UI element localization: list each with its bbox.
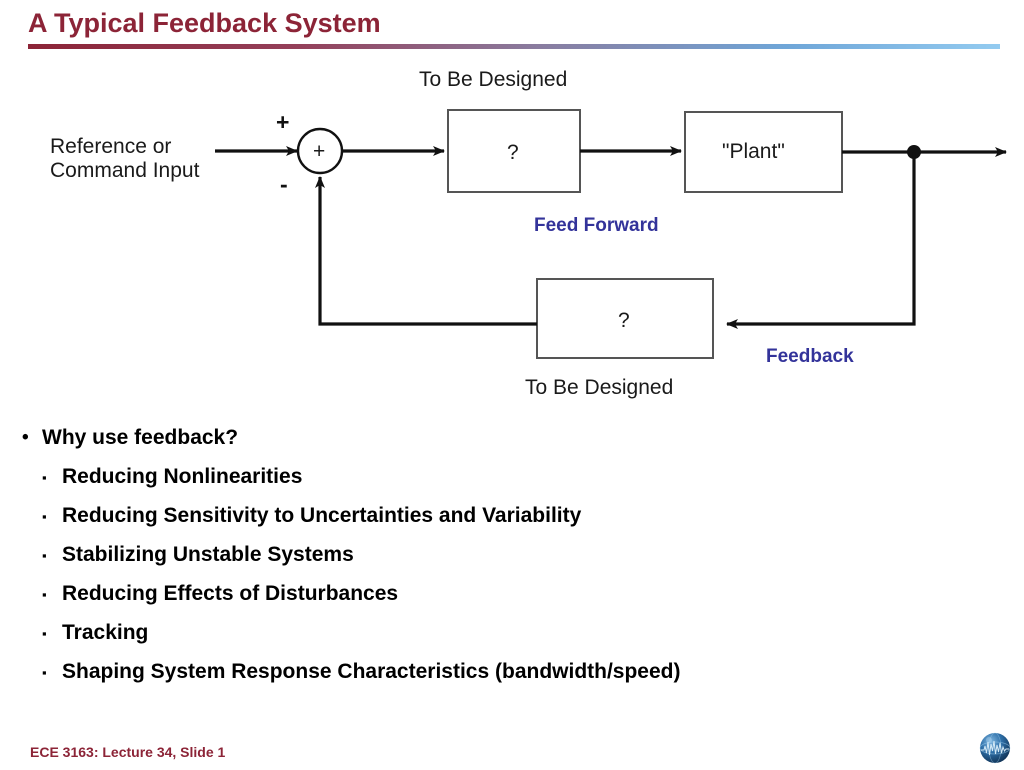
reference-input-label-line1: Reference or bbox=[50, 135, 172, 158]
list-item-label: Stabilizing Unstable Systems bbox=[62, 543, 354, 566]
slide-footer-text: ECE 3163: Lecture 34, Slide 1 bbox=[30, 744, 226, 760]
title-underline-rule bbox=[28, 44, 1000, 49]
bullet-marker: ▪ bbox=[42, 509, 47, 524]
feedback-label: Feedback bbox=[766, 346, 854, 367]
bullet-marker: ▪ bbox=[42, 626, 47, 641]
page-title: A Typical Feedback System bbox=[28, 8, 381, 38]
reference-input-label-line2: Command Input bbox=[50, 159, 200, 182]
list-item: ▪ Reducing Effects of Disturbances bbox=[22, 580, 982, 608]
forward-block-text: ? bbox=[507, 141, 519, 164]
diagram-lines bbox=[215, 109, 1007, 359]
summing-minus-sign: - bbox=[280, 171, 288, 197]
globe-waveform-logo-icon bbox=[978, 731, 1012, 765]
list-item-label: Reducing Sensitivity to Uncertainties an… bbox=[62, 504, 582, 527]
list-item-label: Reducing Nonlinearities bbox=[62, 465, 303, 488]
plant-block-text: "Plant" bbox=[722, 140, 785, 163]
list-item: ▪ Stabilizing Unstable Systems bbox=[22, 541, 982, 569]
list-item-label: Shaping System Response Characteristics … bbox=[62, 660, 681, 683]
list-item-label: Why use feedback? bbox=[42, 426, 239, 449]
summing-plus-sign: + bbox=[276, 109, 290, 135]
list-item: ▪ Shaping System Response Characteristic… bbox=[22, 658, 982, 686]
list-item: ▪ Reducing Sensitivity to Uncertainties … bbox=[22, 502, 982, 530]
bullet-list: • Why use feedback? ▪ Reducing Nonlinear… bbox=[22, 424, 982, 697]
bullet-marker: ▪ bbox=[42, 548, 47, 563]
list-item: ▪ Reducing Nonlinearities bbox=[22, 463, 982, 491]
feedback-block-text: ? bbox=[618, 309, 630, 332]
summing-junction-symbol: + bbox=[313, 140, 326, 163]
list-item-label: Reducing Effects of Disturbances bbox=[62, 582, 399, 605]
forward-block-top-label: To Be Designed bbox=[419, 68, 568, 91]
feedback-block-diagram: Reference or Command Input + + - To Be D… bbox=[0, 58, 1024, 413]
bullet-marker: • bbox=[22, 427, 29, 448]
bullet-marker: ▪ bbox=[42, 587, 47, 602]
list-item-label: Tracking bbox=[62, 621, 149, 644]
bullet-marker: ▪ bbox=[42, 470, 47, 485]
list-item: ▪ Tracking bbox=[22, 619, 982, 647]
bullet-marker: ▪ bbox=[42, 665, 47, 680]
feedback-block-bottom-label: To Be Designed bbox=[525, 376, 674, 399]
list-item: • Why use feedback? bbox=[22, 424, 982, 452]
feed-forward-label: Feed Forward bbox=[534, 215, 659, 236]
